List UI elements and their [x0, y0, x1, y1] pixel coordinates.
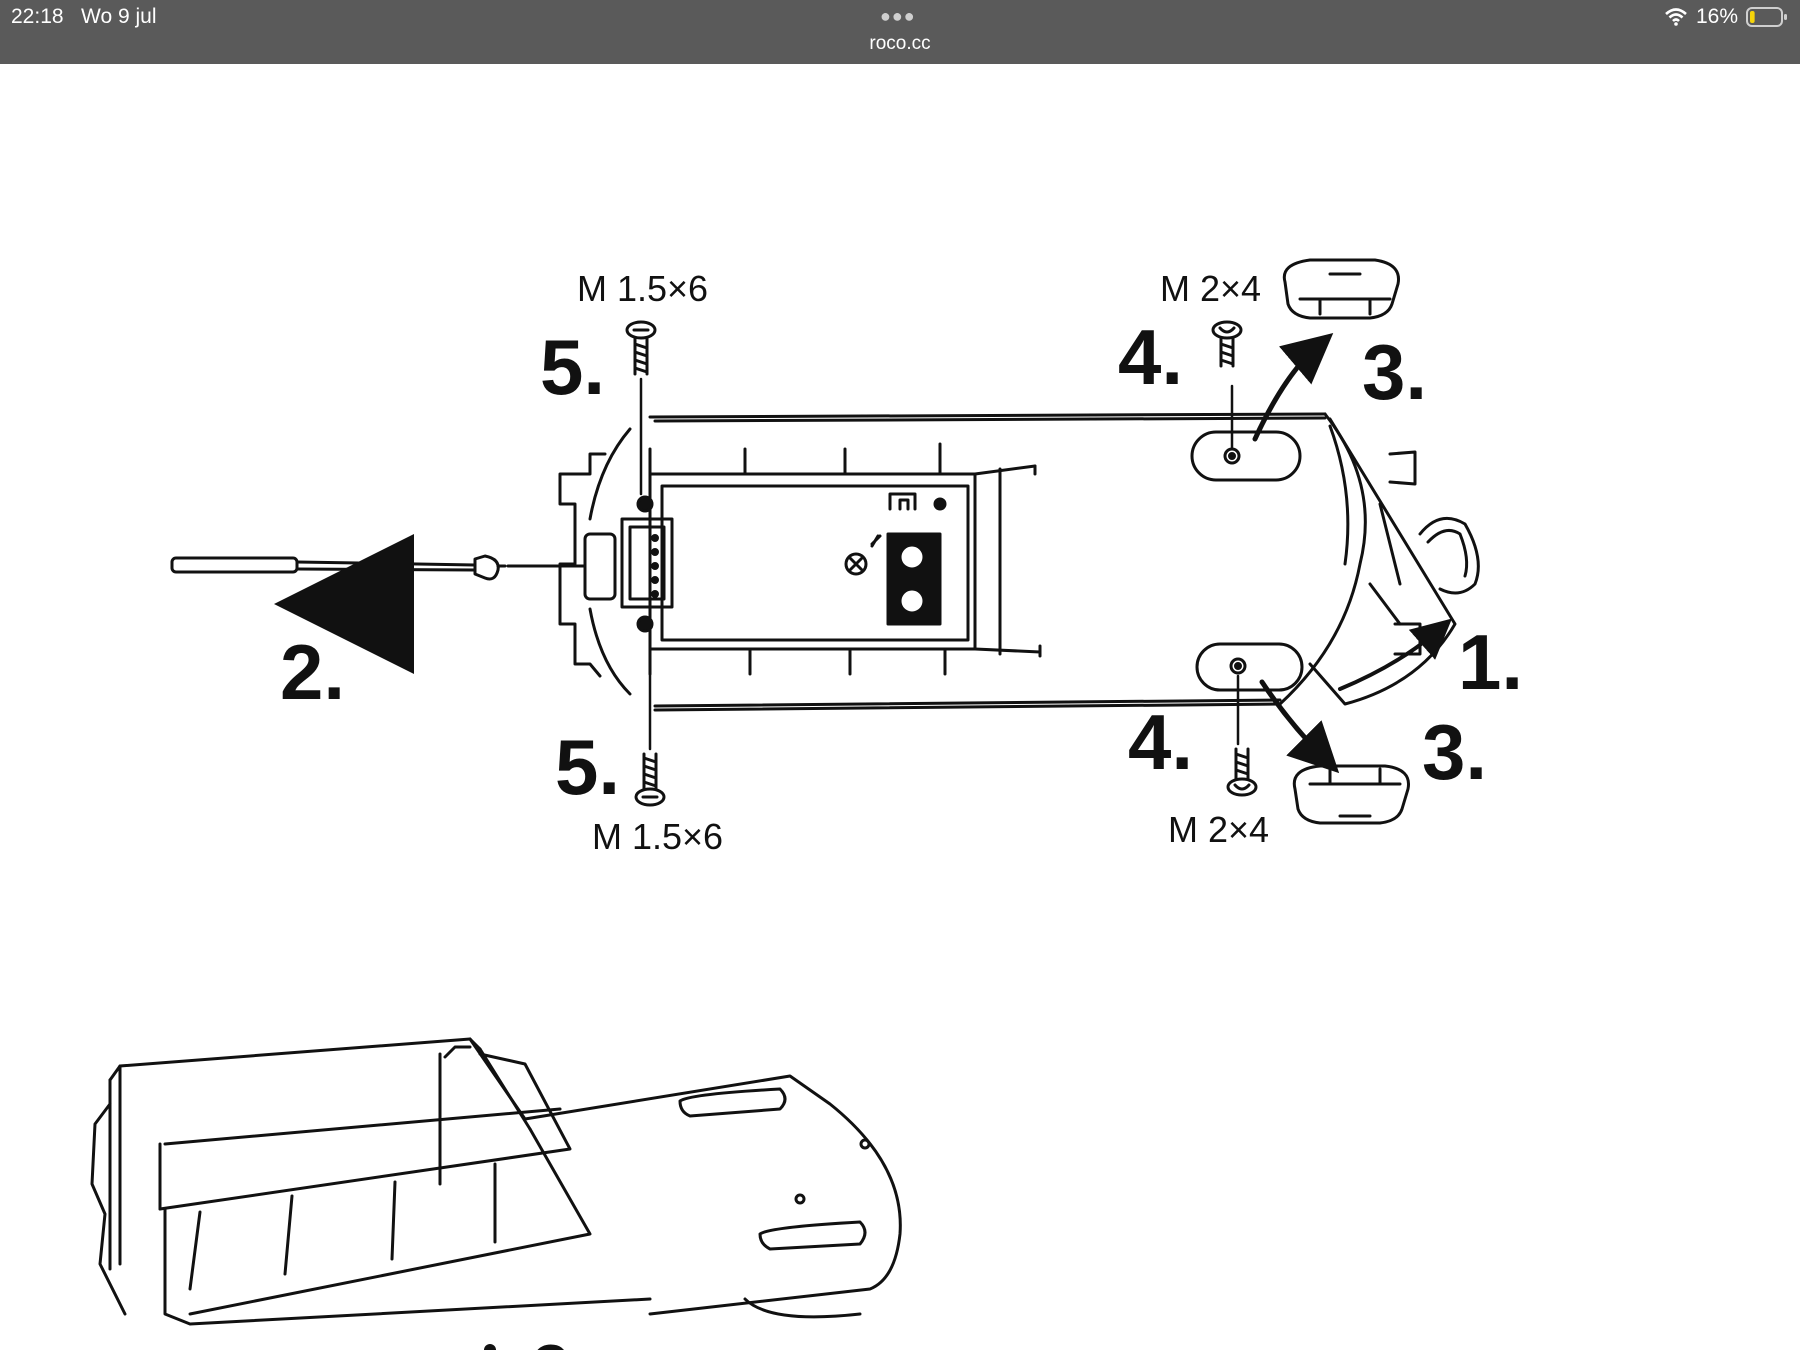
screw4-top-label: M 2×4 — [1160, 268, 1261, 309]
step6-label: 6 — [528, 1328, 571, 1350]
battery-percent: 16% — [1695, 5, 1738, 28]
screw5-bottom — [634, 632, 666, 807]
screw5-top-label: M 1.5×6 — [577, 268, 708, 309]
weight-top — [1282, 258, 1401, 320]
status-date: Wo 9 jul — [81, 5, 157, 28]
step3-bottom-label: 3. — [1422, 708, 1487, 796]
chassis-top-view — [506, 412, 1480, 712]
step4-bottom-label: 4. — [1128, 698, 1193, 786]
status-bar: 22:18 Wo 9 jul ●●● roco.cc 16% — [0, 0, 1800, 64]
status-time: 22:18 — [11, 5, 64, 28]
arrow-step1 — [1338, 618, 1453, 691]
step5-bottom-label: 5. — [555, 723, 620, 811]
step5-top-label: 5. — [540, 323, 605, 411]
screw5-bottom-label: M 1.5×6 — [592, 816, 723, 857]
wifi-icon — [1664, 7, 1688, 27]
address-url[interactable]: roco.cc — [869, 33, 931, 54]
screw5-top — [625, 320, 657, 496]
battery-icon — [1746, 6, 1788, 28]
step4-top-label: 4. — [1118, 313, 1183, 401]
arrow-step3-top — [1252, 333, 1334, 442]
housing-perspective — [90, 1037, 902, 1326]
screw4-bottom-label: M 2×4 — [1168, 809, 1269, 850]
disassembly-diagram: 5. 5. 4. 4. 3. 3. 1. 2. 6 M 1.5×6 M 1.5×… — [90, 258, 1523, 1350]
step2-label: 2. — [280, 628, 345, 716]
step3-top-label: 3. — [1362, 328, 1427, 416]
screw4-top — [1211, 320, 1243, 449]
drive-shaft — [170, 554, 507, 581]
weight-bottom — [1292, 764, 1411, 825]
arrow-step3-bottom — [1259, 679, 1340, 774]
step1-label: 1. — [1458, 618, 1523, 706]
more-dots-icon[interactable]: ●●● — [880, 6, 916, 26]
screw4-bottom — [1226, 674, 1258, 797]
diagram-area: 5. 5. 4. 4. 3. 3. 1. 2. 6 M 1.5×6 M 1.5×… — [0, 64, 1800, 1350]
status-indicators: 16% — [1664, 4, 1788, 30]
